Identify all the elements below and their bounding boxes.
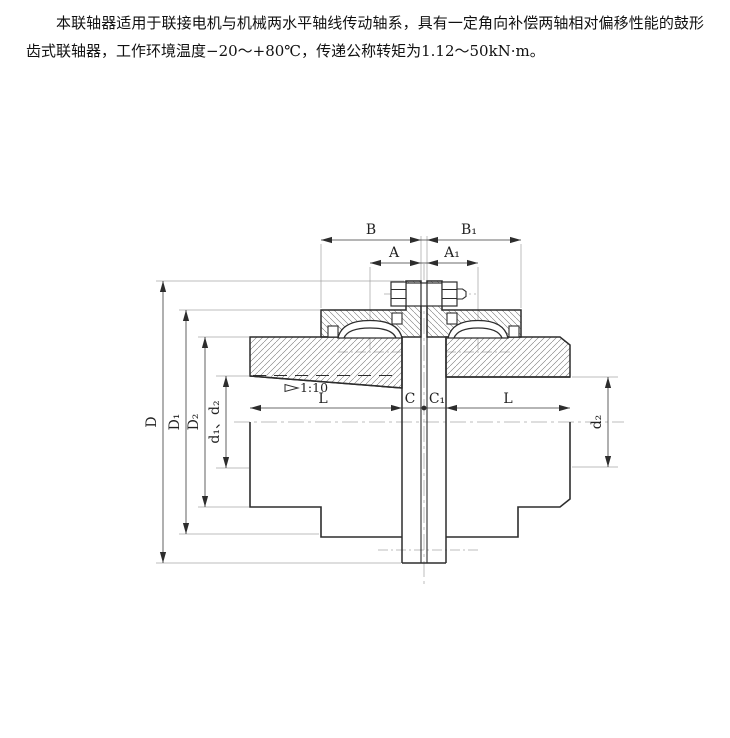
gear-crown-right xyxy=(447,319,509,339)
dim-label-d1: D₁ xyxy=(167,414,183,431)
taper-label: 1:10 xyxy=(300,380,328,395)
intro-paragraph: 本联轴器适用于联接电机与机械两水平轴线传动轴系，具有一定角向补偿两轴相对偏移性能… xyxy=(26,14,704,60)
bolt-nut-facets xyxy=(442,289,457,299)
bolt-head xyxy=(390,281,407,307)
dim-label-c1: C₁ xyxy=(429,391,445,407)
dim-label-b: B xyxy=(366,222,376,238)
right-hub-section xyxy=(445,336,571,378)
dimension-lines xyxy=(162,239,609,563)
dim-label-b1: B₁ xyxy=(461,222,477,238)
center-dot xyxy=(421,405,427,411)
dim-label-d2: D₂ xyxy=(186,414,202,431)
gear-teeth xyxy=(337,319,509,339)
dimension-arrows xyxy=(159,236,612,563)
dimension-labels: B B₁ A A₁ L C C₁ L D D₁ D₂ d₁、d₂ d₂ 1:10 xyxy=(144,222,605,444)
dim-label-a: A xyxy=(388,245,400,261)
dim-label-l-left: L xyxy=(318,391,327,407)
outline-bottom-left xyxy=(249,422,402,538)
gear-crown-left-inner xyxy=(343,327,397,339)
dim-label-l-right: L xyxy=(503,391,512,407)
bolt-assembly xyxy=(390,281,467,307)
dim-label-a1: A₁ xyxy=(443,245,460,261)
extension-lines xyxy=(156,236,618,564)
bolt-boss xyxy=(405,282,443,307)
seal-ring-right xyxy=(508,325,520,338)
taper-bore-line xyxy=(249,375,403,389)
seal-ring-left xyxy=(327,325,339,338)
seals xyxy=(327,312,520,338)
sleeve-step-left xyxy=(391,312,403,325)
gear-crown-left xyxy=(337,319,403,339)
sleeve-step-right xyxy=(446,312,458,325)
taper-symbol-icon xyxy=(284,383,300,393)
outline-bottom-right xyxy=(446,422,571,538)
dim-label-d1-d2-bore: d₁、d₂ xyxy=(207,400,223,443)
bolt-tip xyxy=(456,288,467,300)
bolt-nut xyxy=(441,281,458,307)
dim-label-c: C xyxy=(405,391,416,407)
gear-crown-right-inner xyxy=(453,327,503,339)
dim-label-d: D xyxy=(144,416,160,427)
bolt-head-facets xyxy=(391,289,406,299)
dim-label-d2-bore-right: d₂ xyxy=(589,415,605,430)
outlines xyxy=(249,281,571,564)
